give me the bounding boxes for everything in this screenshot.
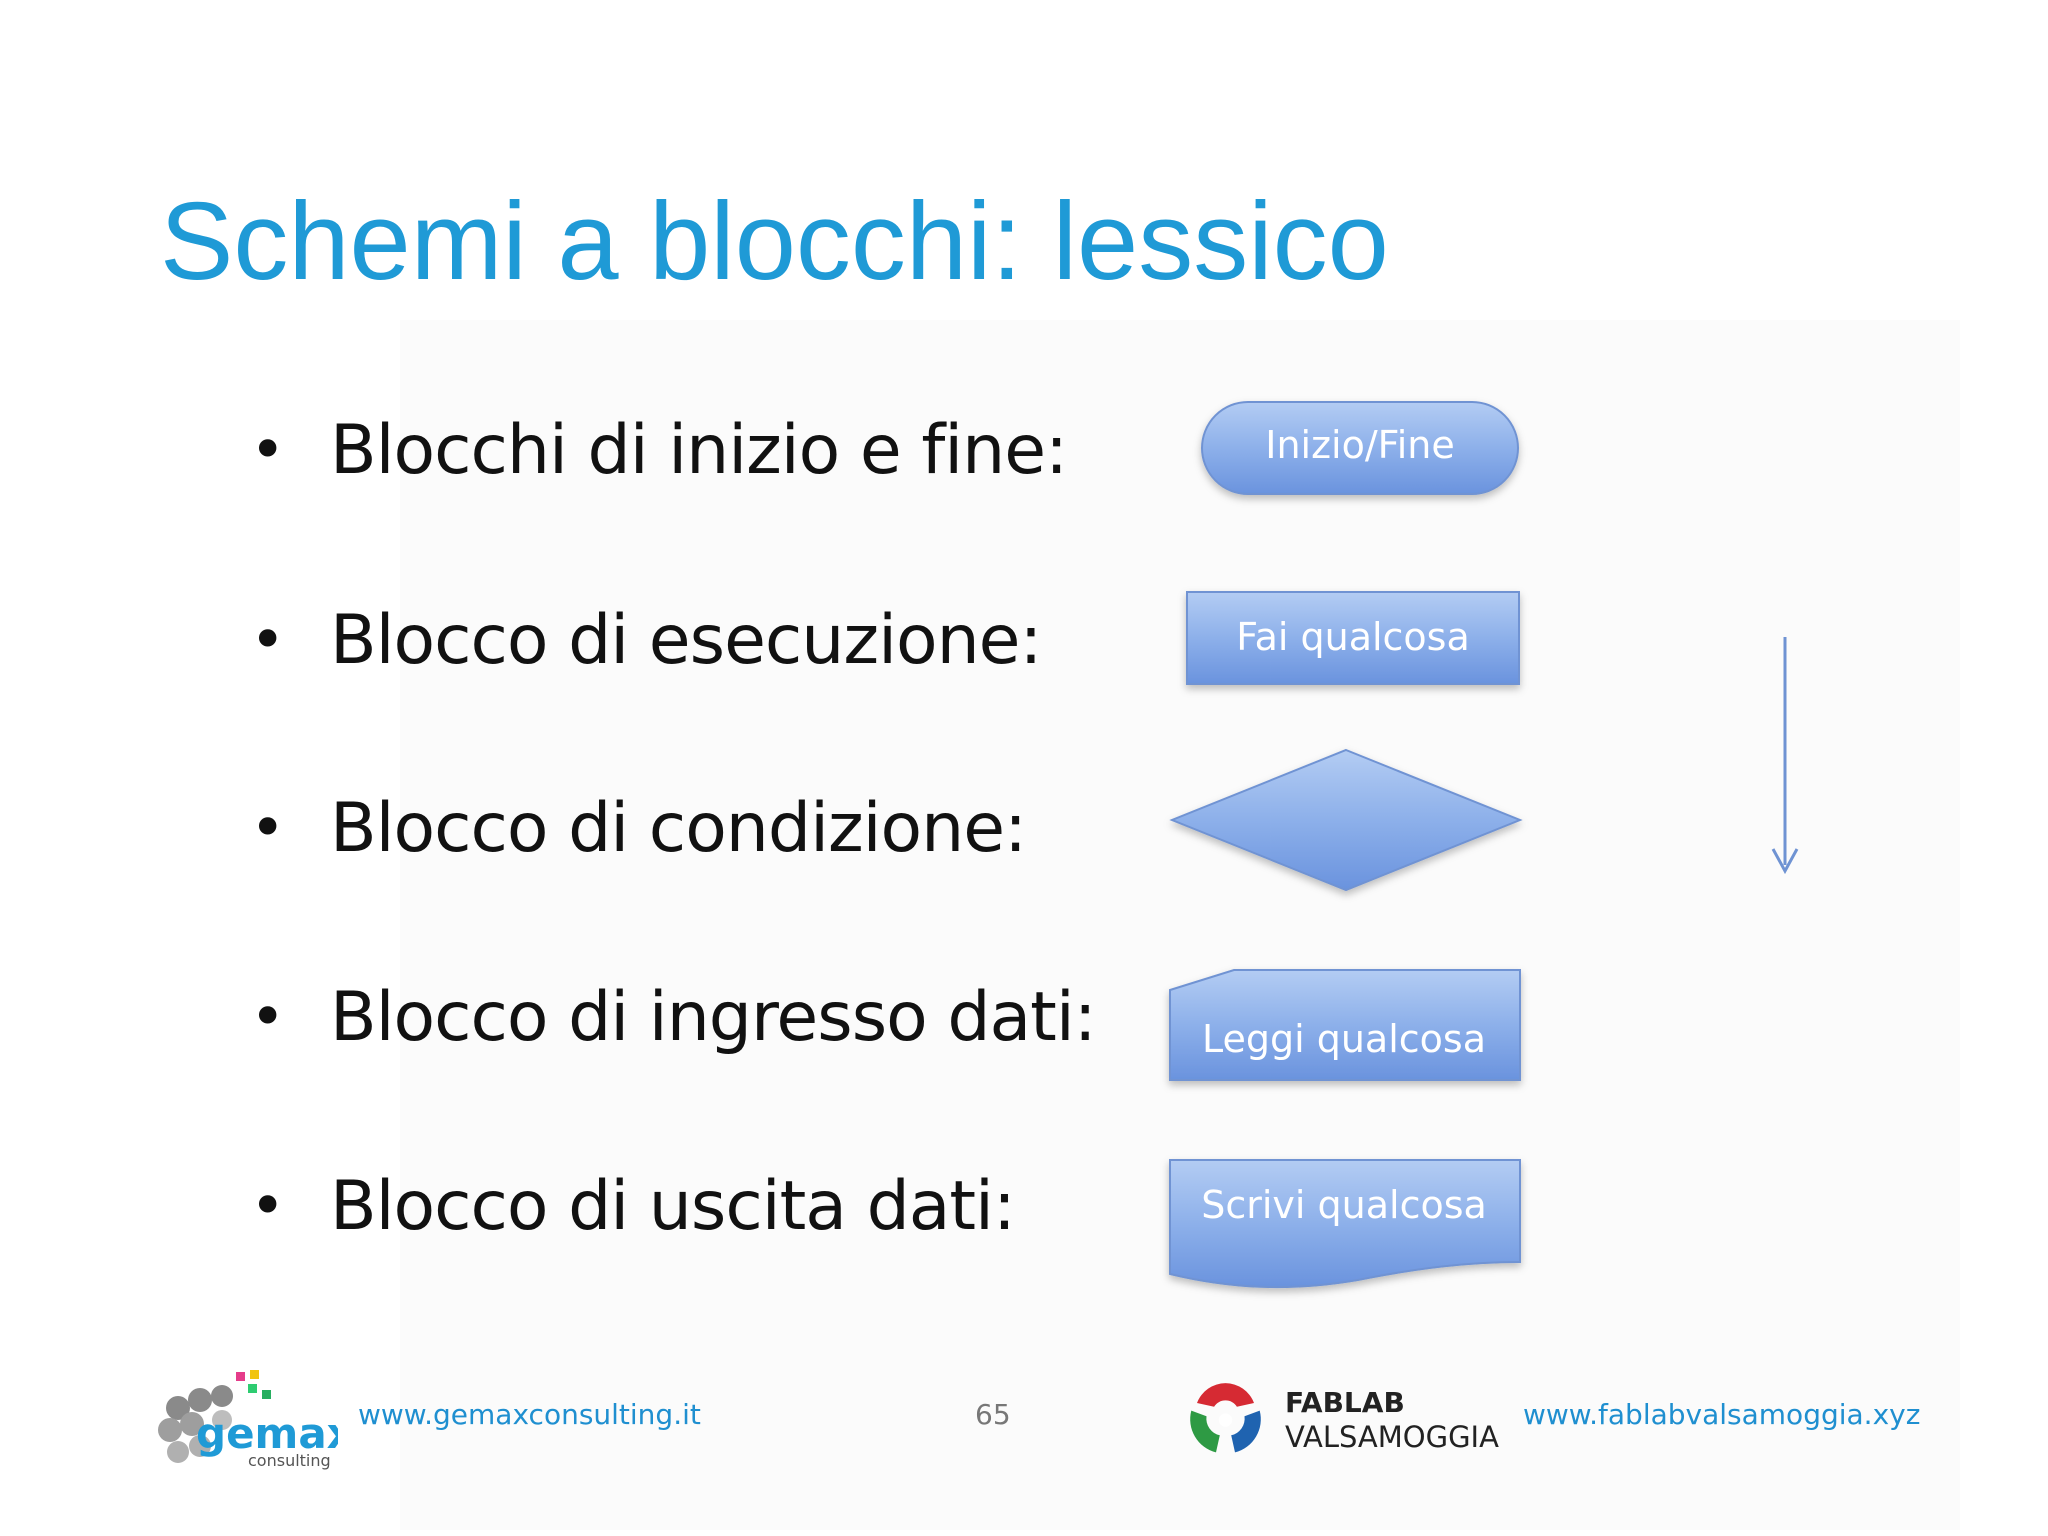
bullet-item-process: • Blocco di esecuzione: — [250, 590, 1042, 690]
fablab-logo-line2: VALSAMOGGIA — [1285, 1420, 1499, 1454]
bullet-dot: • — [250, 605, 285, 675]
page-number: 65 — [975, 1398, 1011, 1431]
terminator-shape: Inizio/Fine — [1200, 400, 1520, 500]
flow-arrow-down-icon — [1770, 635, 1800, 880]
gemax-logo-name: gemax — [196, 1409, 338, 1458]
footer-link-fablab[interactable]: www.fablabvalsamoggia.xyz — [1523, 1398, 1921, 1431]
bullet-label: Blocchi di inizio e fine: — [330, 410, 1068, 490]
decision-shape — [1169, 748, 1523, 898]
bullet-dot: • — [250, 982, 285, 1052]
bullet-dot: • — [250, 415, 285, 485]
fablab-logo-line1: FABLAB — [1285, 1386, 1405, 1419]
bullet-item-output: • Blocco di uscita dati: — [250, 1156, 1016, 1256]
process-shape: Fai qualcosa — [1185, 590, 1521, 690]
bullet-label: Blocco di ingresso dati: — [330, 977, 1097, 1057]
footer-link-gemax[interactable]: www.gemaxconsulting.it — [358, 1398, 701, 1431]
terminator-text: Inizio/Fine — [1265, 423, 1455, 467]
bullet-label: Blocco di uscita dati: — [330, 1166, 1016, 1246]
manual-input-shape: Leggi qualcosa — [1168, 968, 1522, 1086]
document-shape: Scrivi qualcosa — [1168, 1158, 1522, 1294]
bullet-label: Blocco di esecuzione: — [330, 600, 1042, 680]
bullet-dot: • — [250, 1171, 285, 1241]
bullet-label: Blocco di condizione: — [330, 788, 1027, 868]
gemax-logo-subtitle: consulting — [248, 1451, 331, 1470]
gemax-logo: gemax consulting — [148, 1360, 354, 1475]
slide-title: Schemi a blocchi: lessico — [160, 180, 1389, 303]
process-text: Fai qualcosa — [1236, 615, 1470, 659]
document-text: Scrivi qualcosa — [1201, 1183, 1487, 1227]
bullet-item-start-end: • Blocchi di inizio e fine: — [250, 400, 1068, 500]
fablab-logo-icon — [1178, 1365, 1273, 1465]
manual-input-text: Leggi qualcosa — [1202, 1017, 1486, 1061]
bullet-dot: • — [250, 793, 285, 863]
slide-backdrop — [400, 320, 1960, 1530]
bullet-item-input: • Blocco di ingresso dati: — [250, 967, 1097, 1067]
bullet-item-decision: • Blocco di condizione: — [250, 778, 1027, 878]
